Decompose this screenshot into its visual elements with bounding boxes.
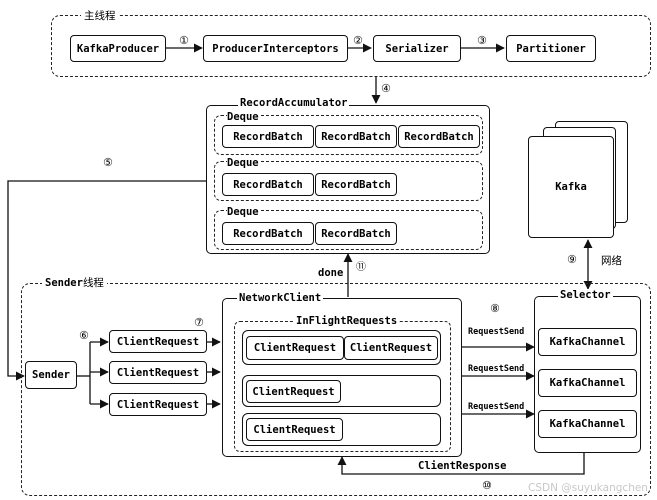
- main-thread-group: [51, 15, 651, 77]
- network-client-title: NetworkClient: [237, 292, 324, 304]
- arrow-accumulator-to-sender: [7, 180, 207, 381]
- step-5-marker: ⑤: [103, 156, 113, 169]
- deque-1: [214, 115, 483, 155]
- kafka-channel-1: KafkaChannel: [538, 328, 637, 356]
- record-accumulator-title: RecordAccumulator: [238, 97, 350, 109]
- deque-2-label: Deque: [227, 157, 259, 169]
- client-response-label: ClientResponse: [418, 460, 507, 472]
- sender-thread-title: Sender线程: [42, 275, 107, 290]
- selector-title: Selector: [558, 289, 613, 301]
- deque-3: [214, 210, 483, 250]
- partitioner-box: Partitioner: [506, 35, 596, 62]
- request-send-label-2: RequestSend: [468, 364, 525, 374]
- inflight-request-2-1: ClientRequest: [246, 380, 341, 403]
- serializer-box: Serializer: [373, 35, 461, 62]
- deque-2-batch-1: RecordBatch: [222, 173, 314, 196]
- inflight-request-1-2: ClientRequest: [344, 336, 438, 360]
- step-2-marker: ②: [353, 34, 363, 47]
- step-9-marker: ⑨: [567, 253, 577, 266]
- deque-3-batch-1: RecordBatch: [222, 222, 314, 245]
- network-label: 网络: [601, 255, 622, 267]
- main-thread-title: 主线程: [81, 8, 119, 23]
- kafka-label: Kafka: [555, 181, 587, 193]
- step-1-marker: ①: [179, 34, 189, 47]
- arrow-client-response: [337, 452, 585, 475]
- deque-1-label: Deque: [227, 111, 259, 123]
- sender-thread-group: [21, 283, 651, 496]
- deque-1-batch-2: RecordBatch: [315, 125, 397, 148]
- deque-1-batch-3: RecordBatch: [398, 125, 480, 148]
- inflight-request-3-1: ClientRequest: [246, 418, 343, 441]
- kafka-channel-2: KafkaChannel: [538, 369, 637, 397]
- step-6-marker: ⑥: [79, 329, 89, 342]
- sender-client-request-1: ClientRequest: [109, 330, 207, 353]
- step-11-marker: ⑪: [356, 262, 366, 273]
- step-7-marker: ⑦: [194, 316, 204, 329]
- request-send-label-3: RequestSend: [468, 402, 525, 412]
- sender-client-request-2: ClientRequest: [109, 361, 207, 384]
- deque-2: [214, 161, 483, 201]
- request-send-label-1: RequestSend: [468, 327, 525, 337]
- deque-3-label: Deque: [227, 206, 259, 218]
- sender-box: Sender: [25, 361, 77, 389]
- inflight-requests-title: InFlightRequests: [294, 315, 400, 327]
- done-label: done: [318, 267, 344, 279]
- producer-interceptors-box: ProducerInterceptors: [203, 35, 348, 62]
- kafka-producer-box: KafkaProducer: [70, 35, 166, 62]
- deque-3-batch-2: RecordBatch: [315, 222, 397, 245]
- deque-2-batch-2: RecordBatch: [315, 173, 397, 196]
- kafka-channel-3: KafkaChannel: [538, 410, 637, 438]
- step-8-marker: ⑧: [490, 302, 500, 315]
- inflight-request-1-1: ClientRequest: [246, 336, 344, 360]
- kafka-broker: Kafka: [528, 136, 614, 238]
- deque-1-batch-1: RecordBatch: [222, 125, 314, 148]
- step-4-marker: ④: [381, 82, 391, 95]
- watermark: CSDN @suyukangchen: [528, 482, 648, 494]
- step-10-marker: ⑩: [482, 479, 492, 492]
- step-3-marker: ③: [477, 34, 487, 47]
- sender-client-request-3: ClientRequest: [109, 393, 207, 416]
